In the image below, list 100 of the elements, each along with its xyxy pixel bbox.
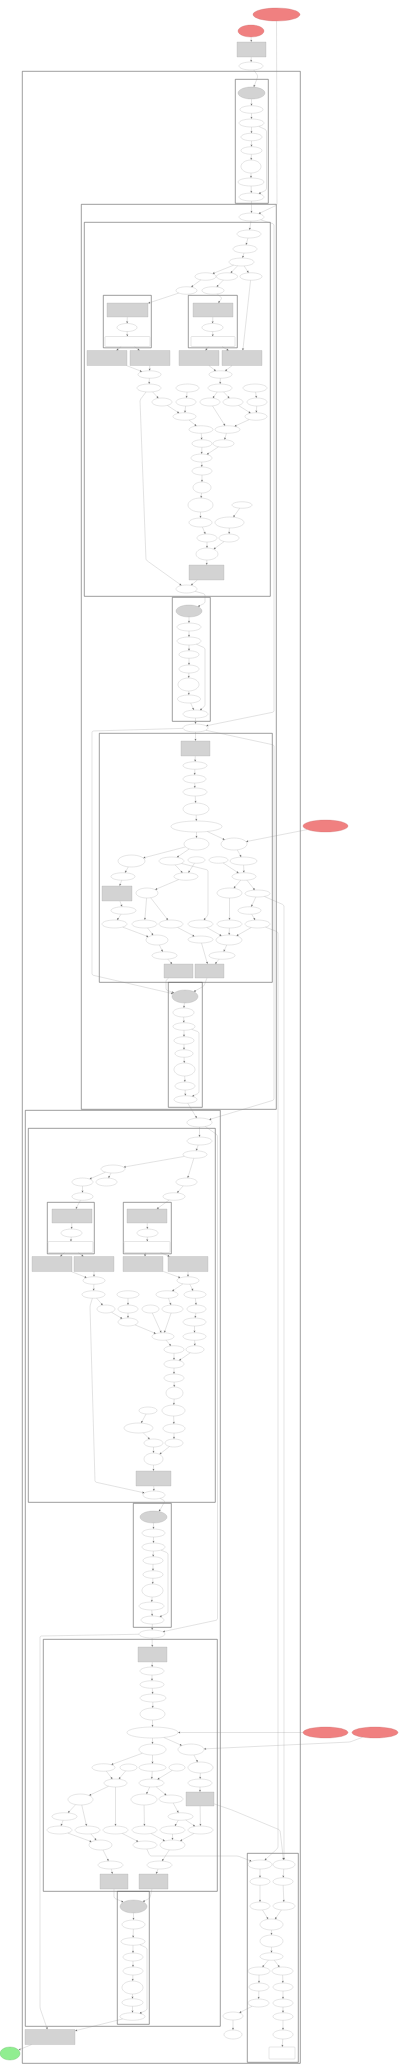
ellipse-node: [302, 819, 349, 833]
ellipse-node: [139, 1680, 165, 1689]
arrow: [148, 293, 179, 304]
arrow: [222, 862, 239, 873]
ellipse-node: [138, 1629, 166, 1639]
ellipse-node: [131, 919, 158, 929]
ellipse-node: [146, 1860, 173, 1870]
ellipse-node: [138, 1743, 167, 1756]
ellipse-node: [131, 1825, 158, 1835]
ellipse-node: [173, 1062, 196, 1077]
ellipse-node: [183, 837, 210, 851]
arrow: [221, 346, 229, 351]
box-node: [167, 1256, 209, 1272]
ellipse-node: [244, 889, 271, 898]
ellipse-node: [176, 636, 202, 646]
ellipse-node: [238, 212, 265, 222]
arrow: [111, 1753, 143, 1765]
ellipse-node: [229, 856, 258, 866]
ellipse-node: [214, 516, 245, 529]
ellipse-node: [215, 934, 243, 946]
arrow: [181, 863, 209, 920]
ellipse-node: [139, 1707, 166, 1721]
ellipse-node: [237, 86, 266, 100]
arrow: [177, 1185, 184, 1193]
arrow: [123, 1156, 185, 1168]
arrow: [194, 978, 207, 992]
arrow: [167, 959, 172, 964]
ellipse-node: [247, 1859, 273, 1870]
arrow: [60, 1252, 65, 1257]
arrow: [166, 1340, 171, 1346]
ellipse-node: [187, 497, 214, 513]
ellipse-node: [172, 1007, 195, 1018]
arrow: [159, 944, 163, 952]
ellipse-node: [162, 1423, 186, 1434]
ellipse-node: [141, 1528, 166, 1538]
ellipse-node: [67, 1793, 94, 1806]
arrow: [106, 1771, 113, 1779]
arrow: [147, 927, 154, 936]
ellipse-node: [137, 370, 162, 379]
cluster-box: [47, 1202, 95, 1255]
box-node: [104, 336, 151, 347]
arrow: [89, 1172, 106, 1179]
box-node: [137, 1646, 168, 1663]
ellipse-node: [187, 1778, 213, 1788]
ellipse-node: [192, 481, 212, 494]
box-node: [185, 1791, 215, 1807]
arrow: [122, 1833, 139, 1842]
ellipse-node: [100, 1164, 126, 1174]
ellipse-node: [101, 919, 128, 929]
ellipse-node: [207, 383, 233, 393]
arrow: [89, 1786, 109, 1796]
arrow: [143, 846, 186, 859]
arrow: [141, 1413, 147, 1423]
arrow: [258, 21, 278, 214]
ellipse-node: [138, 1763, 167, 1772]
ellipse-node: [143, 1452, 164, 1466]
box-node: [31, 1256, 73, 1272]
ellipse-node: [158, 1794, 184, 1804]
ellipse-node: [236, 229, 262, 239]
ellipse-node: [130, 1793, 158, 1806]
arrow: [134, 1324, 156, 1334]
arrow: [152, 1312, 162, 1333]
ellipse-node: [119, 2012, 146, 2021]
cluster-box: [84, 222, 271, 597]
ellipse-node: [259, 1918, 284, 1931]
arrow: [172, 1283, 183, 1292]
arrow: [212, 265, 234, 274]
ellipse-node: [151, 951, 178, 960]
arrow: [230, 265, 238, 273]
arrow: [193, 1754, 198, 1762]
arrow: [75, 1200, 81, 1209]
box-node: [188, 564, 225, 581]
box-node: [86, 350, 128, 366]
arrow: [258, 126, 267, 194]
ellipse-node: [120, 1937, 146, 1946]
ellipse-node: [182, 723, 209, 733]
arrow: [251, 914, 256, 920]
ellipse-node: [182, 761, 208, 770]
ellipse-node: [242, 383, 268, 393]
ellipse-node: [46, 1825, 73, 1835]
arrow: [146, 1848, 252, 1862]
arrow: [117, 914, 122, 920]
ellipse-node: [74, 1825, 101, 1835]
arrow: [208, 365, 216, 371]
ellipse-node: [173, 872, 199, 881]
box-node: [126, 1208, 168, 1224]
ellipse-node: [177, 694, 201, 704]
arrow: [160, 1252, 170, 1257]
ellipse-node: [187, 935, 214, 944]
cluster-box: [22, 71, 301, 2064]
arrow: [143, 1432, 150, 1440]
ellipse-node: [272, 1859, 296, 1870]
arrow: [216, 280, 224, 287]
arrow: [167, 405, 179, 414]
arrow: [152, 391, 159, 399]
ellipse-node: [123, 1422, 154, 1434]
cluster-box: [188, 295, 238, 349]
arrow: [205, 730, 275, 1120]
ellipse-node: [177, 1743, 205, 1756]
arrow: [185, 1819, 195, 1827]
